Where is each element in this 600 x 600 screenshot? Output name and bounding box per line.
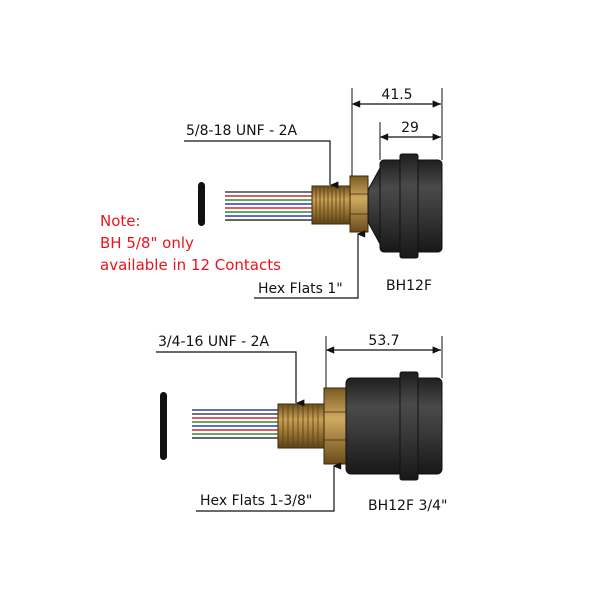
note-line-2: BH 5/8" only bbox=[100, 234, 194, 252]
bottom-body-flange bbox=[399, 371, 419, 481]
top-body-flange bbox=[399, 153, 419, 259]
top-hex-nut bbox=[349, 175, 369, 233]
top-wire-bundle bbox=[225, 191, 312, 221]
top-dim-overall: 41.5 bbox=[381, 87, 412, 103]
top-model-label: BH12F bbox=[386, 278, 432, 294]
bottom-model-label: BH12F 3/4" bbox=[368, 498, 447, 514]
top-body-neck bbox=[367, 167, 381, 245]
bottom-hex-label: Hex Flats 1-3/8" bbox=[200, 493, 312, 509]
top-thread-label: 5/8-18 UNF - 2A bbox=[186, 123, 297, 139]
availability-note: Note: BH 5/8" only available in 12 Conta… bbox=[100, 212, 281, 274]
top-dim-body: 29 bbox=[401, 120, 419, 136]
bottom-hex-leader bbox=[196, 462, 342, 512]
top-connector: 41.5 29 5/8-18 UNF - 2A Hex Flats 1" BH1… bbox=[184, 87, 443, 299]
bottom-dim-overall: 53.7 bbox=[368, 333, 399, 349]
note-line-3: available in 12 Contacts bbox=[100, 256, 281, 274]
top-thread-leader bbox=[184, 140, 339, 189]
bottom-o-ring bbox=[160, 392, 167, 460]
bottom-wire-bundle bbox=[192, 409, 278, 439]
bottom-connector: 53.7 3/4-16 UNF - 2A Hex Flats 1-3/8" BH… bbox=[156, 333, 447, 514]
bottom-thread-leader bbox=[156, 351, 305, 407]
top-o-ring bbox=[198, 182, 205, 226]
bottom-thread-label: 3/4-16 UNF - 2A bbox=[158, 334, 269, 350]
bottom-hex-nut bbox=[323, 387, 347, 465]
bottom-threaded-shaft bbox=[277, 403, 325, 449]
note-line-1: Note: bbox=[100, 212, 141, 230]
top-hex-leader bbox=[254, 230, 366, 299]
top-hex-label: Hex Flats 1" bbox=[258, 281, 343, 297]
bottom-connector-body bbox=[345, 377, 443, 475]
